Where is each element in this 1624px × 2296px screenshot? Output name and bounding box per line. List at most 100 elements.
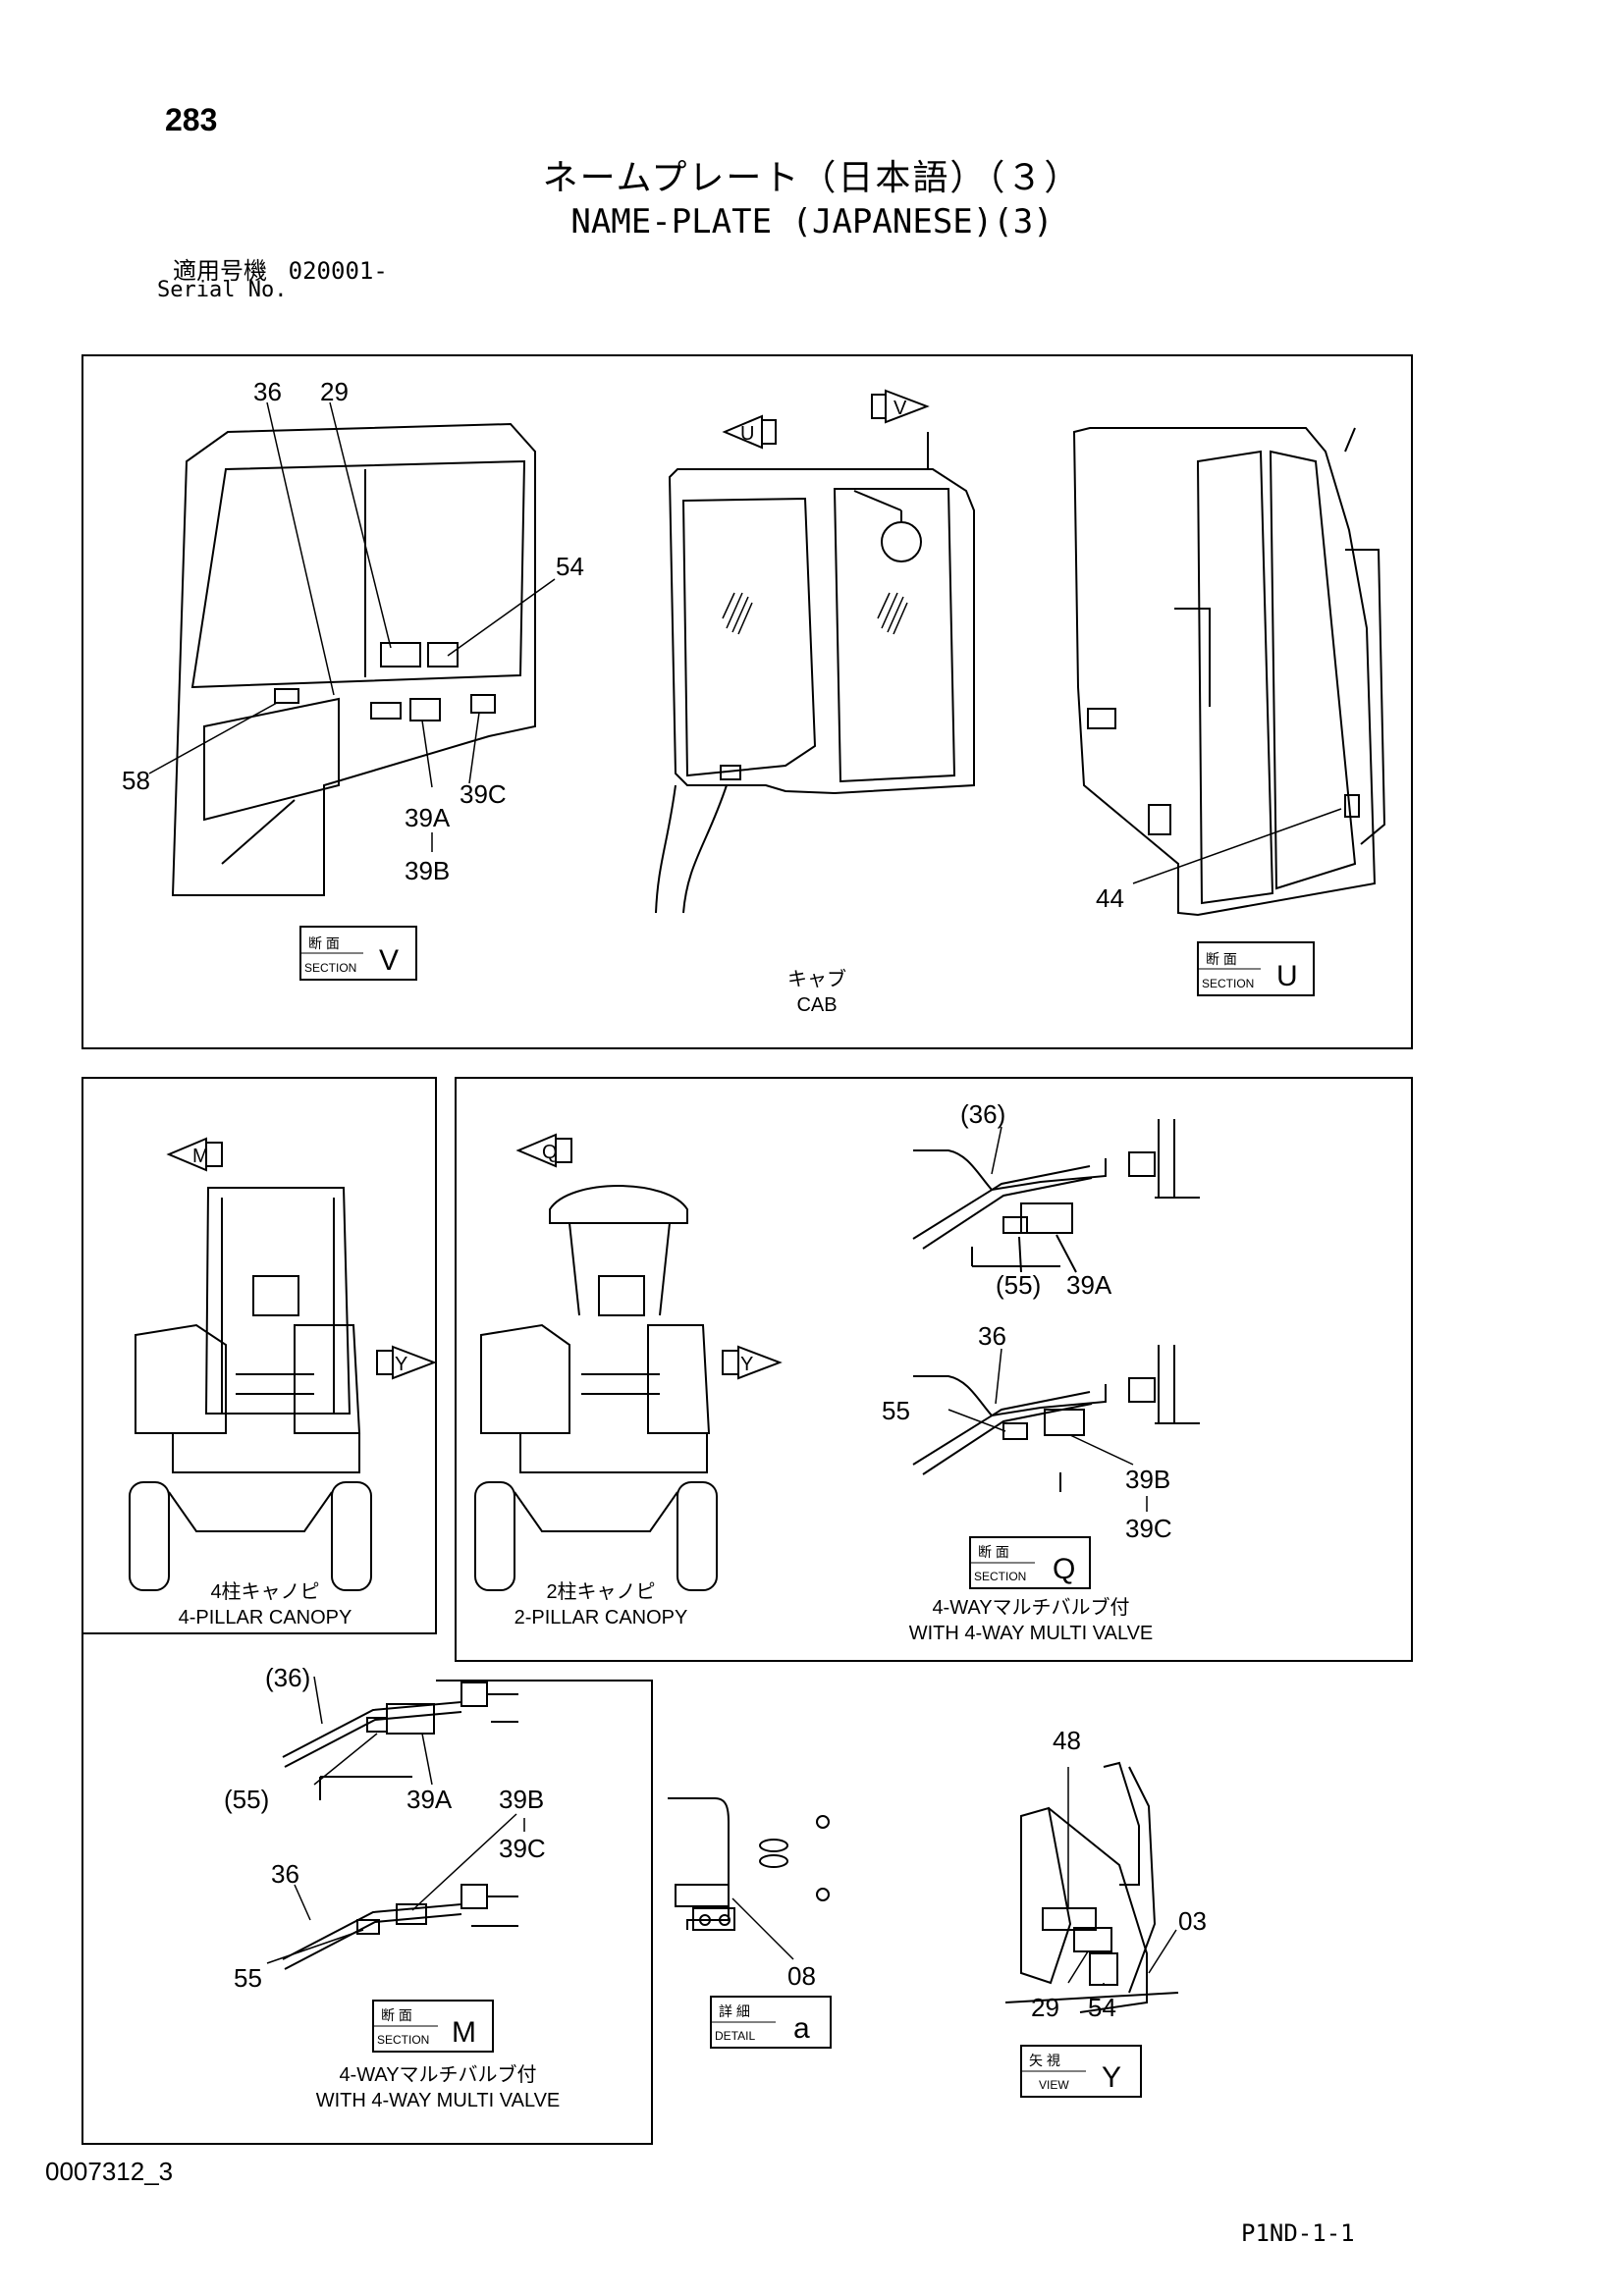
section-u-box: 断 面 SECTION U: [1197, 941, 1315, 996]
canopy4-caption-en: 4-PILLAR CANOPY: [179, 1607, 352, 1629]
section-m-letter: M: [452, 2016, 476, 2049]
q-callout-39c: 39C: [1125, 1514, 1172, 1543]
callout-39b: 39B: [405, 856, 450, 885]
view-y-letter: Y: [1102, 2061, 1121, 2094]
arrow-y-letter-2: Y: [740, 1354, 753, 1375]
section-m-en: SECTION: [377, 2033, 429, 2047]
detail-a-ja: 詳 細: [719, 2003, 750, 2019]
cab-left-callouts: 36 29 54 58 39C 39A 39B: [122, 377, 584, 885]
title-japanese: ネームプレート（日本語）（３）: [542, 158, 1082, 198]
section-v-en: SECTION: [304, 961, 356, 975]
section-q-caption-ja: 4-WAYマルチバルブ付: [932, 1595, 1129, 1619]
q-callout-36: 36: [978, 1321, 1006, 1351]
m-callout-55: 55: [234, 1963, 262, 1993]
page-code: P1ND-1-1: [1241, 2219, 1355, 2247]
callout-29: 29: [320, 377, 349, 406]
serial-label-en: Serial No.: [157, 278, 288, 302]
view-y-callout-03: 03: [1178, 1906, 1207, 1936]
view-y-callout-48: 48: [1053, 1726, 1081, 1755]
section-q-ja: 断 面: [978, 1544, 1009, 1560]
cab-left-view: [171, 422, 536, 896]
section-m-box: 断 面 SECTION M: [372, 2000, 494, 2053]
document-id: 0007312_3: [45, 2157, 174, 2186]
m-callout-39b: 39B: [499, 1785, 544, 1814]
cab-middle-view: [655, 432, 975, 914]
section-q-caption-en: WITH 4-WAY MULTI VALVE: [909, 1623, 1154, 1644]
callout-36: 36: [253, 377, 282, 406]
section-q-detail-top: [912, 1119, 1200, 1273]
arrow-q: Q: [515, 1133, 572, 1168]
section-u-ja: 断 面: [1206, 951, 1237, 967]
arrow-u-letter: U: [740, 423, 754, 445]
view-y-box: 矢 視 VIEW Y: [1020, 2045, 1142, 2098]
cab-right-view: [1072, 427, 1386, 917]
leader-44: [1132, 808, 1342, 884]
cab-frame: [81, 354, 1413, 1049]
section-q-detail-bottom: [912, 1345, 1200, 1512]
detail-a-letter: a: [793, 2012, 810, 2045]
serial-value: 020001-: [288, 257, 388, 285]
canopy2-caption-ja: 2柱キャノピ: [546, 1580, 655, 1603]
section-u-letter: U: [1276, 960, 1298, 992]
m-callout-39a: 39A: [406, 1785, 453, 1814]
callout-44: 44: [1096, 883, 1124, 913]
view-y-ja: 矢 視: [1029, 2053, 1060, 2068]
cab-caption-en: CAB: [796, 994, 837, 1016]
m-callout-36: 36: [271, 1859, 299, 1889]
section-q-en: SECTION: [974, 1570, 1026, 1583]
section-m-frame: [81, 1633, 653, 2145]
m-callout-55p: (55): [224, 1785, 269, 1814]
cab-left-leaders: [148, 401, 556, 852]
arrow-y-canopy4: Y: [376, 1345, 437, 1380]
section-m-ja: 断 面: [381, 2007, 412, 2023]
callout-54: 54: [556, 552, 584, 581]
canopy4-caption-ja: 4柱キャノピ: [210, 1580, 319, 1603]
section-m-detail-bottom: [266, 1884, 518, 1970]
callout-39a: 39A: [405, 803, 451, 832]
canopy4-machine: [129, 1187, 372, 1591]
view-y-callout-29: 29: [1031, 1993, 1059, 2022]
cab-caption-ja: キャブ: [787, 967, 846, 990]
m-callout-39c: 39C: [499, 1834, 546, 1863]
arrow-y-letter-4: Y: [395, 1354, 407, 1375]
callout-39c: 39C: [460, 779, 507, 809]
serial-label: 適用号機 020001-: [173, 251, 388, 286]
view-y-callout-54: 54: [1088, 1993, 1116, 2022]
detail-a-drawing: [668, 1797, 830, 1960]
section-v-ja: 断 面: [308, 935, 340, 951]
q-callout-55p: (55): [996, 1270, 1041, 1300]
q-callout-36p: (36): [960, 1099, 1005, 1129]
canopy2-caption-en: 2-PILLAR CANOPY: [514, 1607, 688, 1629]
arrow-u: U: [722, 414, 777, 450]
arrow-y-canopy2: Y: [722, 1345, 783, 1380]
section-v-letter: V: [379, 944, 399, 977]
section-m-detail-top: [282, 1676, 518, 1800]
canopy2-frame: [455, 1077, 1413, 1662]
arrow-v: V: [871, 389, 930, 424]
section-m-caption-en: WITH 4-WAY MULTI VALVE: [316, 2090, 561, 2111]
m-callout-36p: (36): [265, 1663, 310, 1692]
q-callout-39b: 39B: [1125, 1465, 1170, 1494]
section-m-caption-ja: 4-WAYマルチバルブ付: [339, 2062, 536, 2086]
callout-58: 58: [122, 766, 150, 795]
view-y-drawing: [1004, 1761, 1179, 2013]
detail-a-box: 詳 細 DETAIL a: [710, 1996, 832, 2049]
view-y-en: VIEW: [1039, 2078, 1069, 2092]
q-callout-39a: 39A: [1066, 1270, 1112, 1300]
section-q-letter: Q: [1053, 1553, 1075, 1585]
page-number: 283: [165, 102, 218, 137]
section-v-box: 断 面 SECTION V: [299, 926, 417, 981]
detail-a-callout-08: 08: [787, 1961, 816, 1991]
section-u-en: SECTION: [1202, 977, 1254, 990]
m-leader-39b: [411, 1813, 517, 1911]
serial-label-ja: 適用号機: [173, 257, 267, 285]
arrow-v-letter: V: [893, 398, 907, 419]
section-q-box: 断 面 SECTION Q: [969, 1536, 1091, 1589]
q-callout-55: 55: [882, 1396, 910, 1425]
title-english: NAME-PLATE (JAPANESE)(3): [570, 202, 1054, 241]
arrow-q-letter: Q: [542, 1142, 558, 1163]
arrow-m: M: [166, 1137, 223, 1172]
detail-a-en: DETAIL: [715, 2029, 755, 2043]
canopy2-machine: [474, 1185, 718, 1591]
